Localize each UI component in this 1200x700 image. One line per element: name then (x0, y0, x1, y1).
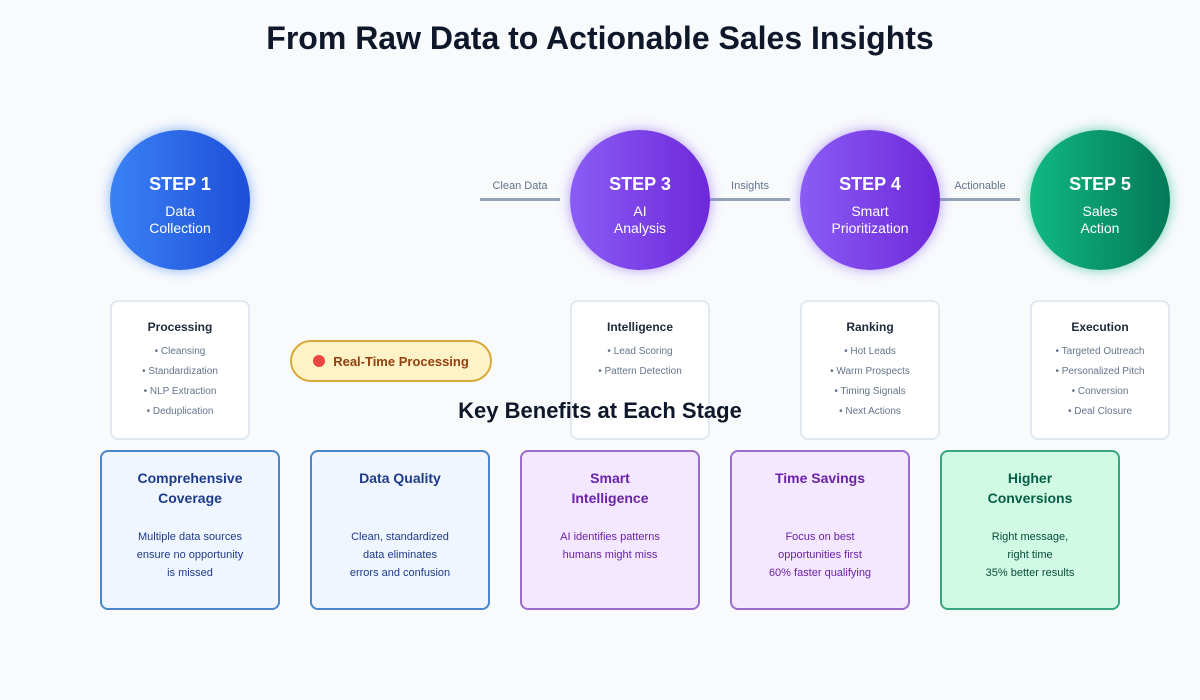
card-item: • Conversion (1071, 386, 1129, 397)
benefit-line: 60% faster qualifying (768, 567, 872, 579)
benefit-line: is missed (167, 567, 213, 579)
card-item: • Personalized Pitch (1055, 366, 1145, 377)
step-circle-1: STEP 1 Data Collection (110, 130, 250, 270)
card-item: • Deal Closure (1067, 406, 1133, 417)
badge-label: Real-Time Processing (333, 353, 469, 369)
benefit-line: Clean, standardized (351, 531, 449, 543)
benefit-line: data eliminates (363, 549, 437, 561)
status-dot-icon (313, 355, 326, 367)
card-item: • Hot Leads (844, 346, 896, 357)
step-name: Action (1080, 220, 1120, 236)
detail-card-ranking: Ranking • Hot Leads • Warm Prospects • T… (800, 300, 940, 440)
step-circle-4: STEP 4 Smart Prioritization (800, 130, 940, 270)
benefit-title-line: Conversions (987, 490, 1073, 506)
card-item: • Timing Signals (834, 386, 906, 397)
step-name: Data (165, 203, 195, 219)
benefit-line: humans might miss (562, 549, 658, 561)
step-number: STEP 1 (149, 174, 211, 194)
benefit-description: AI identifies patterns humans might miss (522, 528, 698, 564)
card-item: • Targeted Outreach (1055, 346, 1145, 357)
card-item: • Deduplication (146, 406, 214, 417)
card-item: • Lead Scoring (607, 346, 673, 357)
step-name: Sales (1082, 203, 1118, 219)
benefit-description: Clean, standardized data eliminates errors… (312, 528, 488, 582)
benefit-description: Focus on best opportunities first 60% fast… (732, 528, 908, 582)
benefit-title: Data Quality (312, 468, 488, 508)
step-name: Collection (149, 220, 211, 236)
detail-card-intelligence: Intelligence • Lead Scoring • Pattern De… (570, 300, 710, 440)
step-circle-3: STEP 3 AI Analysis (570, 130, 710, 270)
step-name: Smart (851, 203, 889, 219)
step-number: STEP 4 (839, 174, 901, 194)
connector-line (940, 198, 1020, 201)
page-title: From Raw Data to Actionable Sales Insigh… (266, 20, 934, 56)
benefit-line: Multiple data sources (138, 531, 242, 543)
benefit-line: right time (1007, 549, 1053, 561)
step-circle-5: STEP 5 Sales Action (1030, 130, 1170, 270)
step-number: STEP 5 (1069, 174, 1131, 194)
card-item: • NLP Extraction (143, 386, 217, 397)
connector-label: Insights (731, 180, 769, 192)
benefit-title-line: Smart (590, 470, 630, 486)
card-item: • Standardization (142, 366, 218, 377)
benefit-line: opportunities first (778, 549, 862, 561)
detail-card-execution: Execution • Targeted Outreach • Personal… (1030, 300, 1170, 440)
card-title: Intelligence (606, 320, 674, 334)
connector-line (480, 198, 560, 201)
benefit-title-line: Higher (1007, 470, 1053, 486)
card-item: • Cleansing (154, 346, 206, 357)
benefit-title-line: Comprehensive (137, 470, 243, 486)
connector-label: Actionable (954, 180, 1006, 192)
benefit-description: Right message, right time 35% better resul… (942, 528, 1118, 582)
realtime-badge: Real-Time Processing (290, 340, 492, 382)
benefit-card: Data Quality Clean, standardized data eli… (310, 450, 490, 610)
benefit-title-line: Time Savings (774, 470, 865, 486)
benefit-line: errors and confusion (349, 567, 451, 579)
benefit-line: Right message, (991, 531, 1069, 543)
connector-line (710, 198, 790, 201)
step-name: AI (633, 203, 647, 219)
benefit-line: AI identifies patterns (560, 531, 660, 543)
card-title: Processing (147, 320, 213, 334)
benefit-line: 35% better results (985, 567, 1075, 579)
connector-label: Clean Data (492, 180, 548, 192)
benefit-card: Time Savings Focus on best opportunities … (730, 450, 910, 610)
benefit-title-line: Coverage (158, 490, 222, 506)
card-title: Execution (1071, 320, 1129, 334)
step-name: Analysis (613, 220, 667, 236)
benefit-line: Focus on best (785, 531, 855, 543)
card-item: • Pattern Detection (598, 366, 682, 377)
card-title: Ranking (846, 320, 894, 334)
card-item: • Next Actions (839, 406, 901, 417)
benefit-title-line: Data Quality (359, 470, 441, 486)
benefit-description: Multiple data sources ensure no opportuni… (102, 528, 278, 582)
detail-card-processing: Processing • Cleansing • Standardization… (110, 300, 250, 440)
benefit-title-line: Intelligence (571, 490, 649, 506)
step-name: Prioritization (831, 220, 909, 236)
step-number: STEP 3 (609, 174, 671, 194)
benefit-title: Time Savings (732, 468, 908, 508)
benefit-line: ensure no opportunity (136, 549, 244, 561)
card-item: • Warm Prospects (830, 366, 910, 377)
